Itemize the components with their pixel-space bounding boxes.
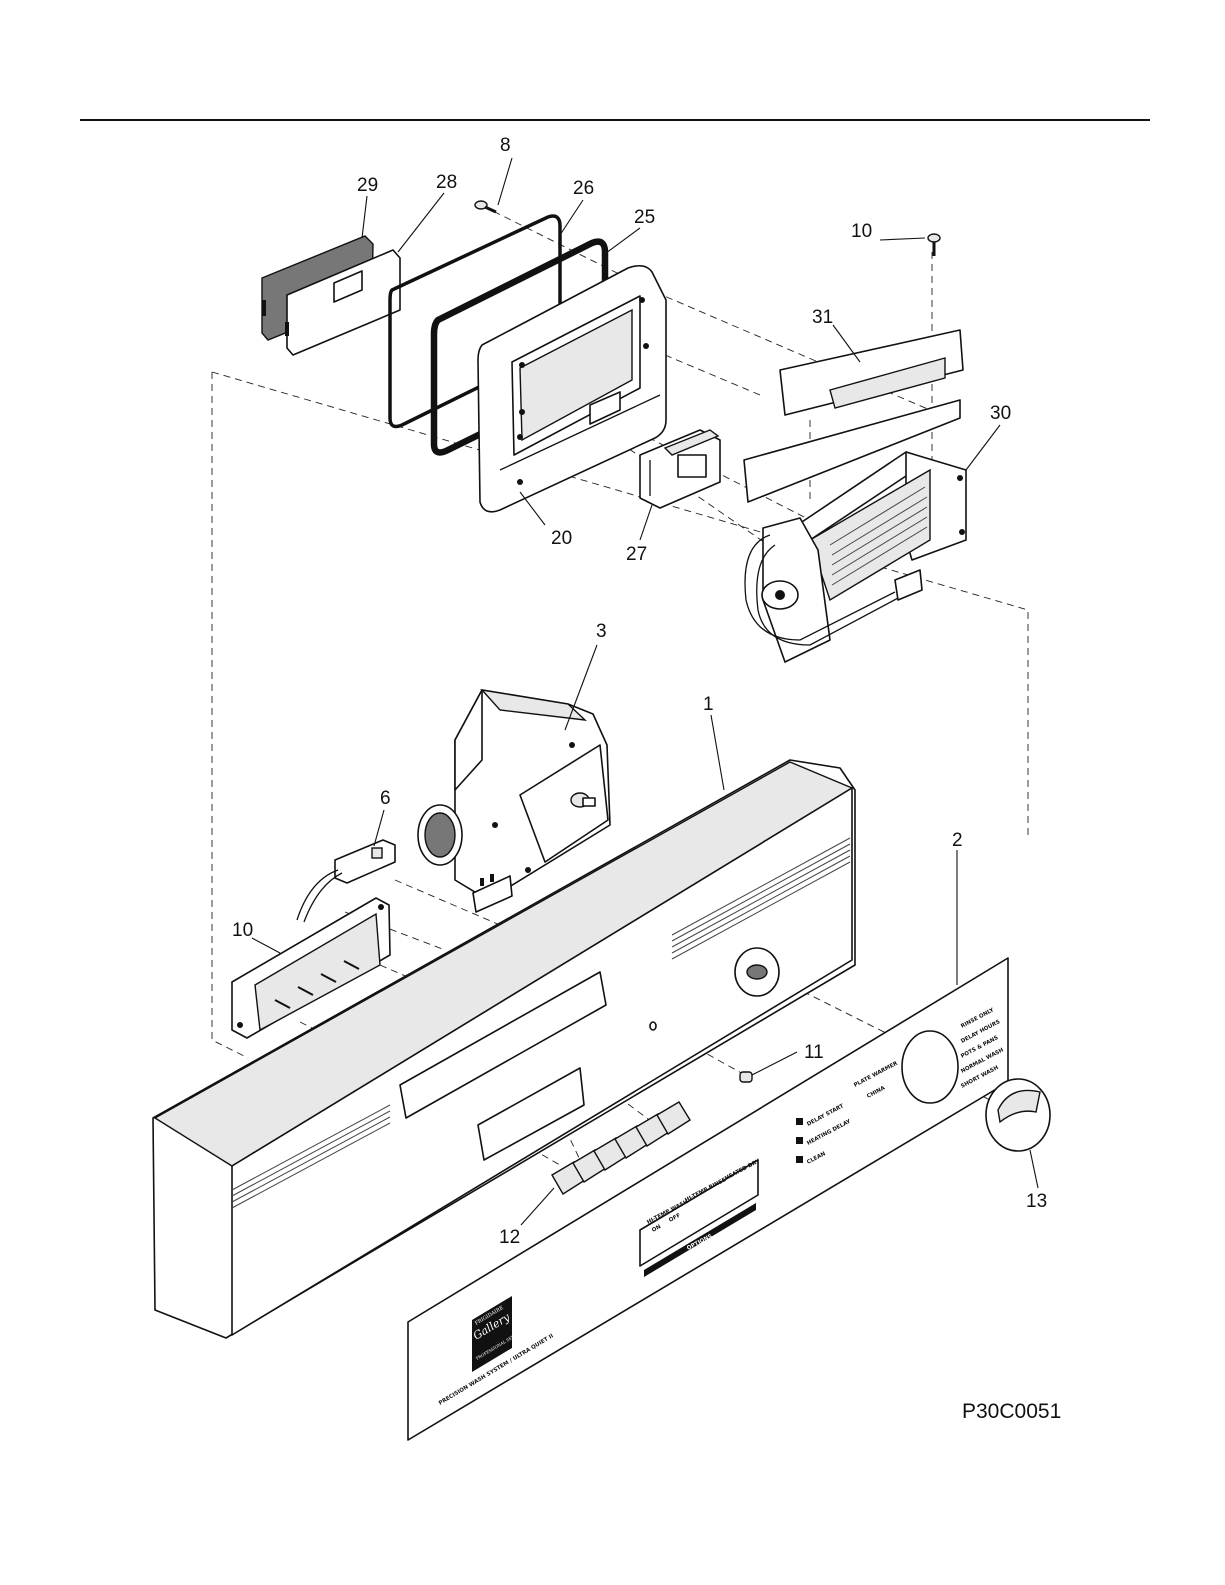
callout-10-right: 10: [851, 221, 872, 242]
callout-29: 29: [357, 175, 378, 196]
callout-31: 31: [812, 307, 833, 328]
callout-10-top: 8: [500, 135, 511, 156]
callout-12: 12: [499, 1227, 520, 1248]
part-11-light-pipe: [740, 1072, 752, 1082]
part-10-screw-right: [928, 234, 940, 256]
callout-1: 1: [703, 694, 714, 715]
callout-2: 2: [952, 830, 963, 851]
callout-8: 10: [232, 920, 253, 941]
callout-11: 11: [804, 1042, 824, 1063]
callout-28: 28: [436, 172, 457, 193]
part-20-housing: [478, 266, 666, 512]
callout-3: 3: [596, 621, 607, 642]
part-10-screw-top: [475, 201, 496, 212]
callout-20: 20: [551, 528, 572, 549]
callout-25: 25: [634, 207, 655, 228]
part-13-knob: [986, 1079, 1050, 1151]
callout-27: 27: [626, 544, 647, 565]
part-27-switch: [640, 430, 720, 508]
callout-30: 30: [990, 403, 1011, 424]
figure-code: P30C0051: [962, 1400, 1061, 1423]
callout-13: 13: [1026, 1191, 1047, 1212]
callout-6: 6: [380, 788, 391, 809]
callout-26: 26: [573, 178, 594, 199]
